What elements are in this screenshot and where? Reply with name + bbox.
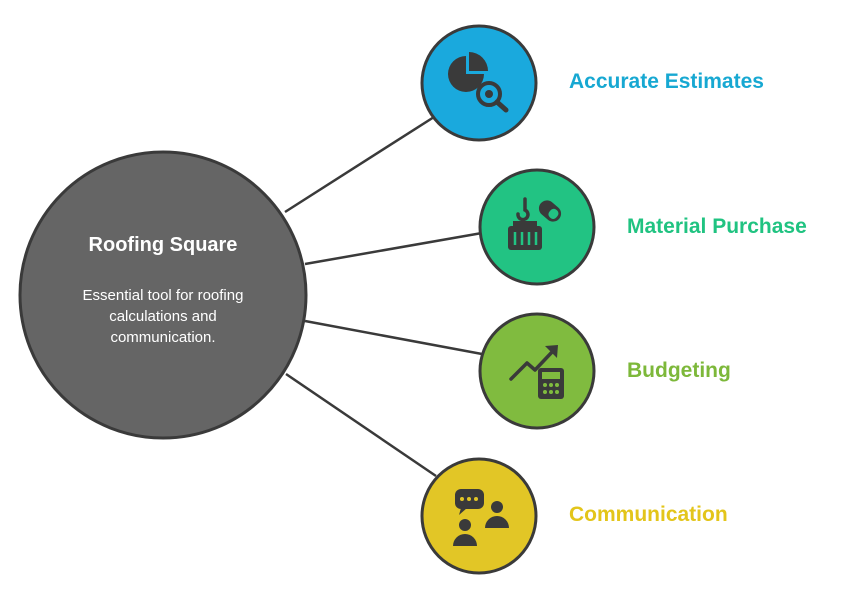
- hub-title: Roofing Square: [88, 234, 238, 256]
- label-accurate-estimates: Accurate Estimates: [569, 70, 764, 93]
- hub-circle: [18, 150, 308, 440]
- connector-communication: [285, 372, 437, 478]
- connector-budgeting: [304, 319, 483, 356]
- chat-people-icon: [453, 489, 509, 546]
- hub-description: Essential tool for roofing calculations …: [82, 287, 244, 346]
- label-communication: Communication: [569, 503, 728, 526]
- trend-calculator-icon: [509, 345, 564, 399]
- connector-material-purchase: [304, 231, 483, 266]
- label-budgeting: Budgeting: [627, 359, 731, 382]
- label-material-purchase: Material Purchase: [627, 215, 807, 238]
- node-budgeting: [478, 312, 596, 430]
- node-communication: [420, 457, 538, 575]
- crane-hook-crate-icon: [508, 197, 562, 250]
- pie-chart-magnifier-icon: [448, 52, 509, 113]
- connector-accurate-estimates: [284, 115, 435, 214]
